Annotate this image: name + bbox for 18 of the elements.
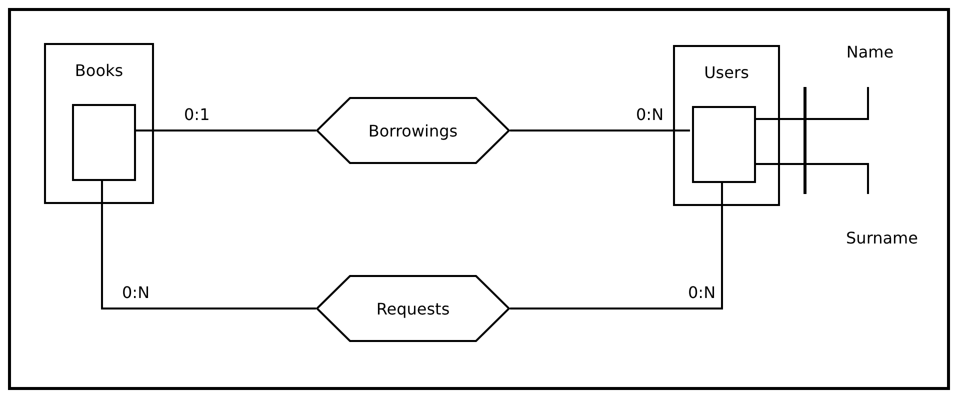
entity-name: Books — [74, 61, 124, 80]
connector-line — [134, 130, 316, 132]
attribute-box — [692, 106, 756, 183]
attribute-name: Surname — [846, 228, 918, 248]
relationship-name: Borrowings — [368, 121, 458, 140]
connector-line — [510, 130, 690, 132]
relationship-name: Requests — [376, 299, 450, 318]
connector-line — [101, 179, 316, 310]
connector-line — [510, 181, 723, 310]
entity-name: Users — [704, 63, 749, 82]
relationship-hexagon — [316, 275, 510, 342]
attribute-box — [72, 104, 136, 181]
entity-box — [44, 43, 154, 204]
attribute-name: Name — [846, 42, 894, 62]
relationship-hexagon — [316, 97, 510, 164]
connector-line — [754, 163, 869, 194]
entity-box — [673, 45, 780, 206]
connector-line — [754, 87, 869, 120]
